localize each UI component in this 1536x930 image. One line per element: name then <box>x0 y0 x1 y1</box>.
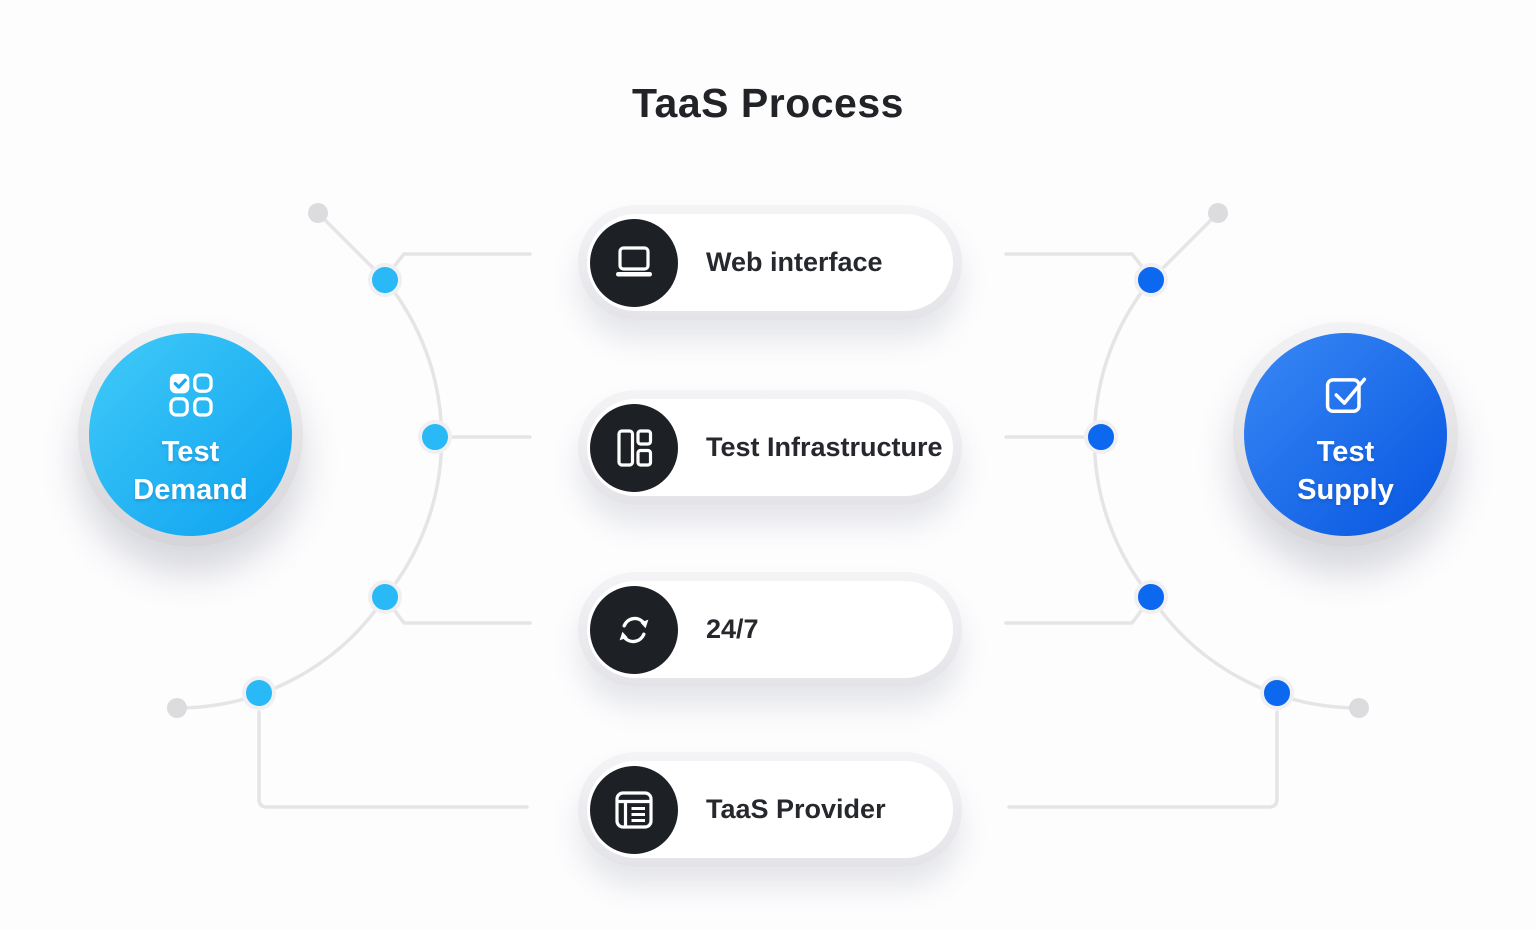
laptop-icon <box>616 245 652 276</box>
icon-circle <box>590 765 678 854</box>
test-supply-node: Test Supply <box>1233 322 1458 547</box>
step-label: 24/7 <box>706 614 759 644</box>
sync-icon <box>619 616 649 643</box>
icon-circle <box>590 403 678 492</box>
diagram-title: TaaS Process <box>632 80 904 126</box>
icon-circle <box>590 585 678 674</box>
test-demand-node: Test Demand <box>78 322 303 547</box>
step-label: Web interface <box>706 247 883 277</box>
branch-left-web <box>387 252 532 275</box>
step-pill-test-infrastructure: Test Infrastructure <box>578 390 962 505</box>
document-icon <box>615 790 653 829</box>
supply-node-dot <box>1260 676 1294 710</box>
layout-icon <box>617 428 653 467</box>
node-label: Test Supply <box>1297 435 1394 506</box>
branch-right-247 <box>1004 601 1149 625</box>
demand-node-dot <box>368 263 402 297</box>
step-label: Test Infrastructure <box>706 432 943 462</box>
demand-node-dot <box>368 580 402 614</box>
supply-node-dot <box>1134 263 1168 297</box>
node-label: Test Demand <box>133 435 248 506</box>
endpoint-dot <box>308 203 328 223</box>
demand-node-dot <box>418 420 452 454</box>
branch-left-provider <box>257 710 529 809</box>
branch-right-web <box>1004 252 1149 275</box>
step-pill-taas-provider: TaaS Provider <box>578 752 962 867</box>
supply-node-dot <box>1084 420 1118 454</box>
branch-right-provider <box>1007 710 1279 809</box>
endpoint-dot <box>167 698 187 718</box>
task-grid-icon <box>168 372 213 417</box>
checkbox-icon <box>1325 377 1366 413</box>
demand-node-dot <box>242 676 276 710</box>
icon-circle <box>590 218 678 307</box>
step-label: TaaS Provider <box>706 794 886 824</box>
branch-left-247 <box>387 601 532 625</box>
supply-node-dot <box>1134 580 1168 614</box>
step-pill-web-interface: Web interface <box>578 205 962 320</box>
step-pill-247: 24/7 <box>578 572 962 687</box>
endpoint-dot <box>1349 698 1369 718</box>
endpoint-dot <box>1208 203 1228 223</box>
